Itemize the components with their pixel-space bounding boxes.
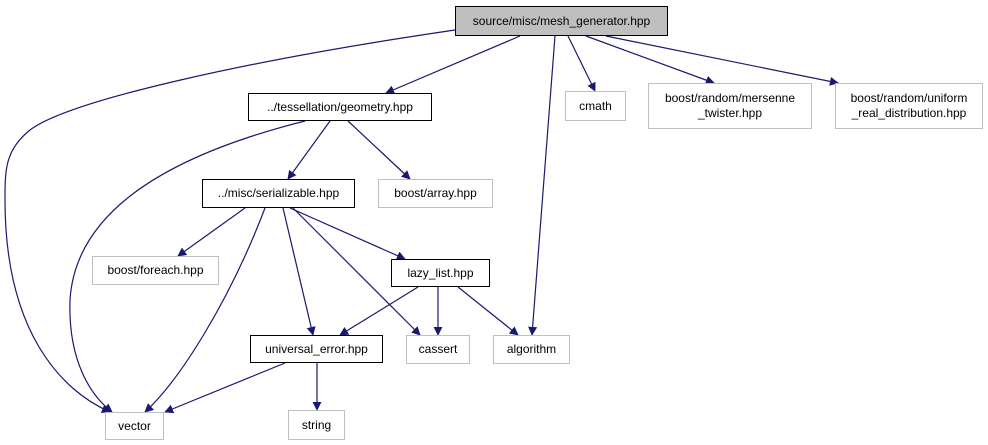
- edge-universal-error-to-vector: [164, 362, 286, 414]
- edge-serializable-to-universal-error: [282, 207, 316, 336]
- node-serializable[interactable]: ../misc/serializable.hpp: [202, 179, 355, 208]
- node-cmath: cmath: [565, 91, 626, 121]
- node-uniform-real-distribution: boost/random/uniform _real_distribution.…: [835, 83, 983, 129]
- edge-mesh-generator-to-algorithm: [528, 35, 556, 336]
- edge-lazy-list-to-algorithm: [457, 286, 519, 336]
- edge-serializable-to-cassert: [292, 207, 421, 336]
- node-string: string: [288, 410, 345, 440]
- edge-lazy-list-to-universal-error: [339, 286, 419, 336]
- edge-geometry-to-boost-array: [347, 120, 411, 180]
- node-mersenne-twister: boost/random/mersenne _twister.hpp: [648, 83, 812, 129]
- node-universal-error[interactable]: universal_error.hpp: [250, 335, 383, 363]
- edge-mesh-generator-to-uniform: [605, 35, 839, 86]
- node-mesh-generator: source/misc/mesh_generator.hpp: [455, 6, 668, 36]
- edge-geometry-to-serializable: [287, 120, 331, 180]
- node-boost-foreach: boost/foreach.hpp: [92, 256, 219, 285]
- node-lazy-list[interactable]: lazy_list.hpp: [391, 259, 490, 287]
- edge-geometry-to-vector: [69, 120, 306, 413]
- edge-mesh-generator-to-mersenne: [585, 35, 715, 85]
- node-boost-array: boost/array.hpp: [378, 179, 493, 208]
- edge-serializable-to-lazy-list: [289, 207, 406, 260]
- edge-mesh-generator-to-geometry: [385, 35, 521, 94]
- node-algorithm: algorithm: [493, 335, 570, 364]
- node-geometry[interactable]: ../tessellation/geometry.hpp: [248, 93, 432, 121]
- edge-serializable-to-vector: [144, 207, 266, 413]
- edge-serializable-to-boost-foreach: [177, 207, 246, 257]
- edge-mesh-generator-to-vector: [4, 29, 456, 413]
- node-cassert: cassert: [406, 335, 470, 364]
- node-vector: vector: [105, 412, 164, 440]
- edge-mesh-generator-to-cmath: [567, 35, 596, 92]
